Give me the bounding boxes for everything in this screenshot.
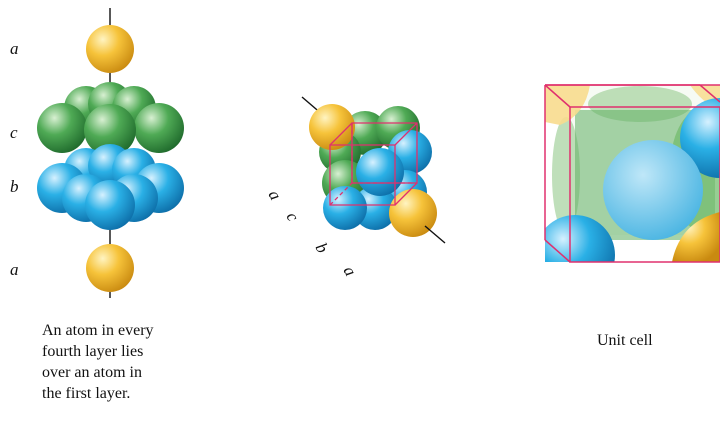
unit-cell-frame: [544, 84, 720, 263]
packed-label-c: c: [283, 209, 303, 225]
layer-a-bottom-atom: [86, 244, 134, 292]
stack-label-b: b: [10, 177, 19, 196]
stack-label-c: c: [10, 123, 18, 142]
packed-label-a-top: a: [265, 187, 286, 204]
corner-atom-a-top: [309, 104, 355, 150]
layer-a-top-atom: [86, 25, 134, 73]
packed-label-a-bottom: a: [340, 263, 361, 280]
packed-label-b: b: [312, 240, 333, 257]
packed-cluster: [301, 96, 446, 244]
diagonal-axis-lower: [424, 225, 446, 244]
unit-cube-outline: [329, 122, 418, 206]
face-center-atom: [603, 140, 703, 240]
layer-stack: [37, 8, 184, 298]
unit-cell-caption: Unit cell: [597, 332, 653, 349]
corner-atom-a-bottom: [389, 189, 437, 237]
stack-label-a-bottom: a: [10, 260, 19, 279]
unit-cell: [544, 84, 720, 263]
layer-b-atoms: [37, 144, 184, 230]
layer-stack-caption: An atom in every fourth layer lies over …: [42, 322, 154, 402]
layer-c-atoms: [37, 82, 184, 156]
stack-label-a-top: a: [10, 39, 19, 58]
